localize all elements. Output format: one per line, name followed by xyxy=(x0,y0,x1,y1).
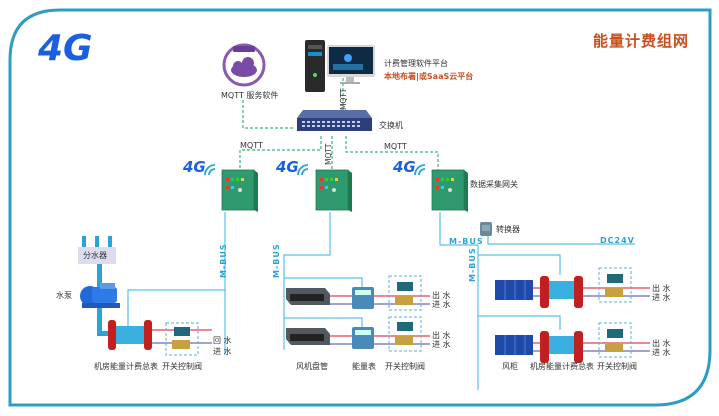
network-switch-icon xyxy=(297,110,372,131)
air-cabinet-top xyxy=(495,280,533,300)
supply-water-label: 进 水 xyxy=(213,347,232,356)
fan-coil-unit-bottom xyxy=(286,328,330,345)
mbus-label-left: M-BUS xyxy=(219,243,228,278)
gateway-label: 数据采集网关 xyxy=(470,180,518,189)
mqtt-server-label: MQTT 服务软件 xyxy=(221,91,279,100)
control-valve-mid-bottom xyxy=(395,322,413,345)
energy-meter-label: 能量表 xyxy=(352,362,376,371)
mid-out-water-bottom: 出 水 xyxy=(432,331,451,340)
return-water-label: 回 水 xyxy=(213,336,232,345)
right-in-water-bottom: 进 水 xyxy=(652,348,671,357)
valve-frame xyxy=(165,322,199,356)
mqtt-server-icon xyxy=(222,43,266,87)
air-cabinet-bottom xyxy=(495,335,533,355)
gateway-box-right xyxy=(431,169,468,212)
badge-4g-right: 4G xyxy=(393,158,416,176)
platform-sub-label: 本地布署|或SaaS云平台 xyxy=(384,72,474,81)
right-out-water-top: 出 水 xyxy=(652,284,671,293)
mbus-label-middle: M-BUS xyxy=(272,243,281,278)
mbus-label-right: M-BUS xyxy=(468,247,477,282)
badge-4g-left: 4G xyxy=(183,158,206,176)
gateway-box-left xyxy=(221,169,258,212)
right-out-water-bottom: 出 水 xyxy=(652,339,671,348)
energy-meter-top xyxy=(352,287,374,309)
wifi-signals xyxy=(204,164,426,176)
mid-in-water-top: 进 水 xyxy=(432,300,451,309)
frame-border xyxy=(8,8,712,407)
right-valve-label: 开关控制阀 xyxy=(597,362,637,371)
mid-in-water-bottom: 进 水 xyxy=(432,340,451,349)
energy-meter-bottom xyxy=(352,327,374,349)
control-valve-mid-top xyxy=(395,282,413,305)
dc24v-label: DC24V xyxy=(600,236,635,245)
mqtt-vertical-mid: MQTT xyxy=(324,143,333,165)
left-valve-label: 开关控制阀 xyxy=(162,362,202,371)
mid-valve-label: 开关控制阀 xyxy=(385,362,425,371)
logo-4g: 4G xyxy=(38,28,93,69)
mqtt-right-label: MQTT xyxy=(384,142,407,151)
gateway-box-middle xyxy=(315,169,352,212)
control-valve-right-bottom xyxy=(605,329,623,352)
platform-computer-icon xyxy=(305,40,375,92)
right-meter-label: 机房能量计费总表 xyxy=(530,362,594,371)
page-title: 能量计费组网 xyxy=(592,32,689,50)
mqtt-links xyxy=(239,78,439,175)
control-valve-icon xyxy=(172,327,190,349)
mid-out-water-top: 出 水 xyxy=(432,291,451,300)
distributor-label: 分水器 xyxy=(83,251,107,260)
flow-meter-right-bottom xyxy=(540,331,583,363)
air-cabinet-label: 风柜 xyxy=(502,362,518,371)
left-meter-label: 机房能量计费总表 xyxy=(94,362,158,371)
converter-label: 转换器 xyxy=(496,225,520,234)
pump-label: 水泵 xyxy=(56,291,72,300)
fan-coil-label: 风机盘管 xyxy=(296,362,328,371)
right-in-water-top: 进 水 xyxy=(652,293,671,302)
water-pump-icon xyxy=(80,283,120,308)
switch-label: 交换机 xyxy=(379,121,403,130)
flow-meter-right-top xyxy=(540,276,583,308)
mqtt-vertical-top: MQTT xyxy=(339,88,348,110)
converter-icon xyxy=(480,222,492,236)
mbus-label-horizontal: M-BUS xyxy=(449,237,484,246)
mqtt-left-label: MQTT xyxy=(240,141,263,150)
platform-label: 计费管理软件平台 xyxy=(384,59,448,68)
control-valve-right-top xyxy=(605,274,623,297)
fan-coil-unit-top xyxy=(286,288,330,305)
flow-meter-large-left xyxy=(108,320,152,350)
badge-4g-middle: 4G xyxy=(276,158,299,176)
mbus-lines xyxy=(127,212,635,390)
